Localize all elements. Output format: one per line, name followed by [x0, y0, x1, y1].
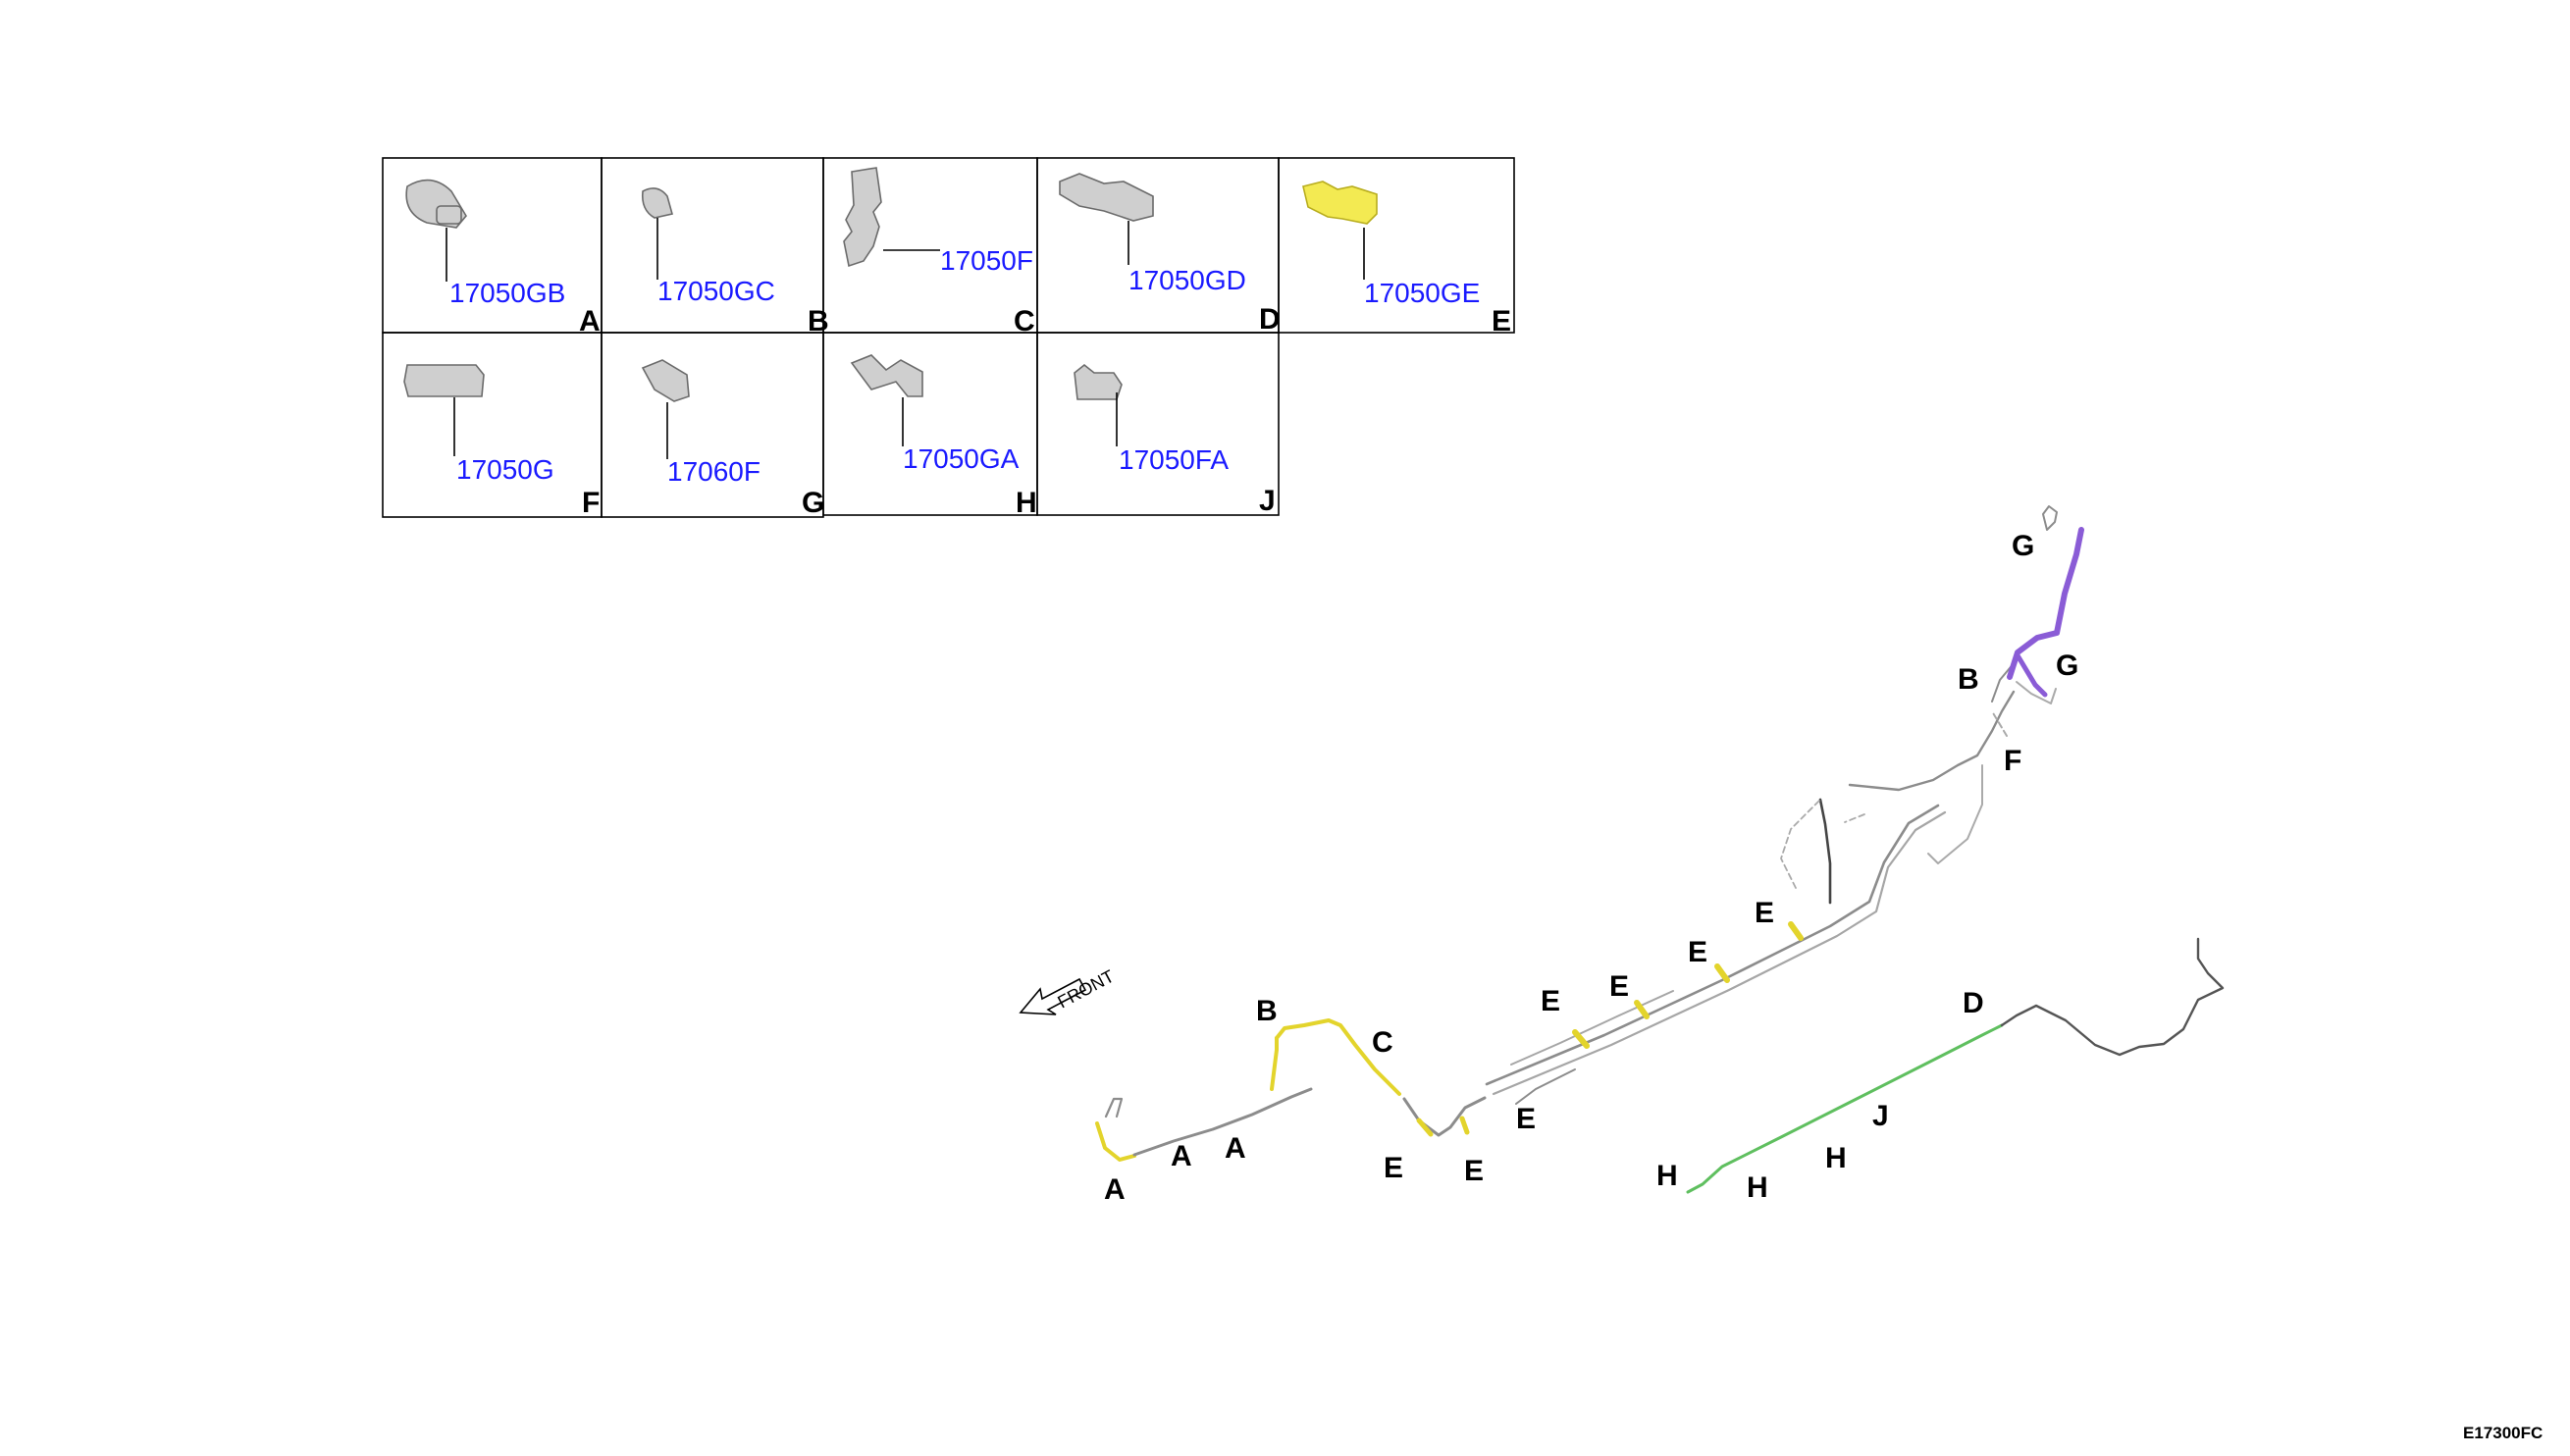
cell-letter-h: H — [1016, 487, 1037, 519]
clip-e-icon — [1302, 181, 1378, 225]
part-number-e: 17050GE — [1364, 278, 1480, 308]
cell-letter-d: D — [1259, 303, 1281, 336]
part-number-d: 17050GD — [1128, 265, 1246, 295]
clip-j-icon — [1074, 363, 1123, 400]
callout-d: E — [1516, 1103, 1536, 1135]
part-number-a: 17050GB — [449, 278, 565, 308]
callout-f: F — [2004, 745, 2021, 777]
parts-cell-a[interactable]: 17050GB A — [382, 157, 603, 338]
callout-a-3: A — [1225, 1132, 1246, 1165]
diagram-code: E17300FC — [2463, 1424, 2543, 1442]
cell-letter-a: A — [579, 305, 601, 338]
cell-letter-e: E — [1492, 305, 1511, 338]
clip-c-icon — [843, 167, 882, 268]
callout-e-6: E — [1384, 1152, 1403, 1184]
callout-h-3: H — [1747, 1171, 1768, 1204]
cell-letter-g: G — [802, 487, 824, 519]
parts-cell-f[interactable]: 17050G F — [382, 332, 603, 519]
parts-cell-h[interactable]: 17050GA H — [822, 332, 1038, 519]
clip-b-icon — [641, 187, 673, 219]
callout-g-lower: G — [2056, 650, 2078, 682]
clip-a-icon — [405, 179, 467, 229]
callout-h-4: H — [1656, 1160, 1678, 1192]
part-number-h: 17050GA — [903, 443, 1020, 474]
fuel-line-assembly — [1095, 505, 2225, 1194]
callout-b-front: B — [1256, 995, 1278, 1027]
clip-d-icon — [1059, 173, 1154, 222]
part-number-f: 17050G — [456, 454, 554, 485]
part-number-g: 17060F — [667, 456, 761, 487]
callout-j: D — [1963, 987, 1984, 1019]
callout-e-2: E — [1688, 936, 1707, 968]
callout-e-4: E — [1541, 985, 1560, 1017]
callout-a-2: A — [1171, 1140, 1192, 1172]
clip-g-icon — [641, 359, 690, 402]
callout-b-rear: B — [1958, 663, 1979, 696]
callout-e-3: E — [1609, 970, 1629, 1003]
cell-letter-f: F — [582, 487, 600, 519]
callout-e-5: E — [1464, 1155, 1484, 1187]
callout-a-1: A — [1104, 1173, 1126, 1206]
parts-table: 17050GB A 17050GC B 17050F C — [382, 157, 1515, 519]
clip-f-icon — [403, 364, 485, 397]
front-arrow: FRONT — [1019, 966, 1118, 1015]
callout-c: C — [1372, 1026, 1393, 1059]
parts-cell-e[interactable]: 17050GE E — [1278, 157, 1515, 338]
clip-h-icon — [850, 354, 923, 397]
part-number-b: 17050GC — [657, 276, 775, 306]
callout-h-2: H — [1825, 1142, 1847, 1174]
part-number-c: 17050F — [940, 245, 1033, 276]
callout-e-1: E — [1755, 897, 1774, 929]
front-label: FRONT — [1054, 966, 1117, 1013]
parts-cell-d[interactable]: 17050GD D — [1036, 157, 1281, 336]
cell-letter-j: J — [1259, 485, 1276, 517]
parts-cell-b[interactable]: 17050GC B — [601, 157, 829, 338]
parts-cell-j[interactable]: 17050FA J — [1036, 332, 1280, 517]
callout-h-1: J — [1872, 1100, 1889, 1132]
cell-letter-c: C — [1014, 305, 1035, 338]
callout-g-upper: G — [2012, 530, 2034, 562]
parts-cell-g[interactable]: 17060F G — [601, 332, 824, 519]
callout-labels: G G B F E E E E E B C A A A E E D J H H … — [1104, 530, 2078, 1206]
part-number-j: 17050FA — [1119, 444, 1229, 475]
parts-cell-c[interactable]: 17050F C — [822, 157, 1038, 338]
